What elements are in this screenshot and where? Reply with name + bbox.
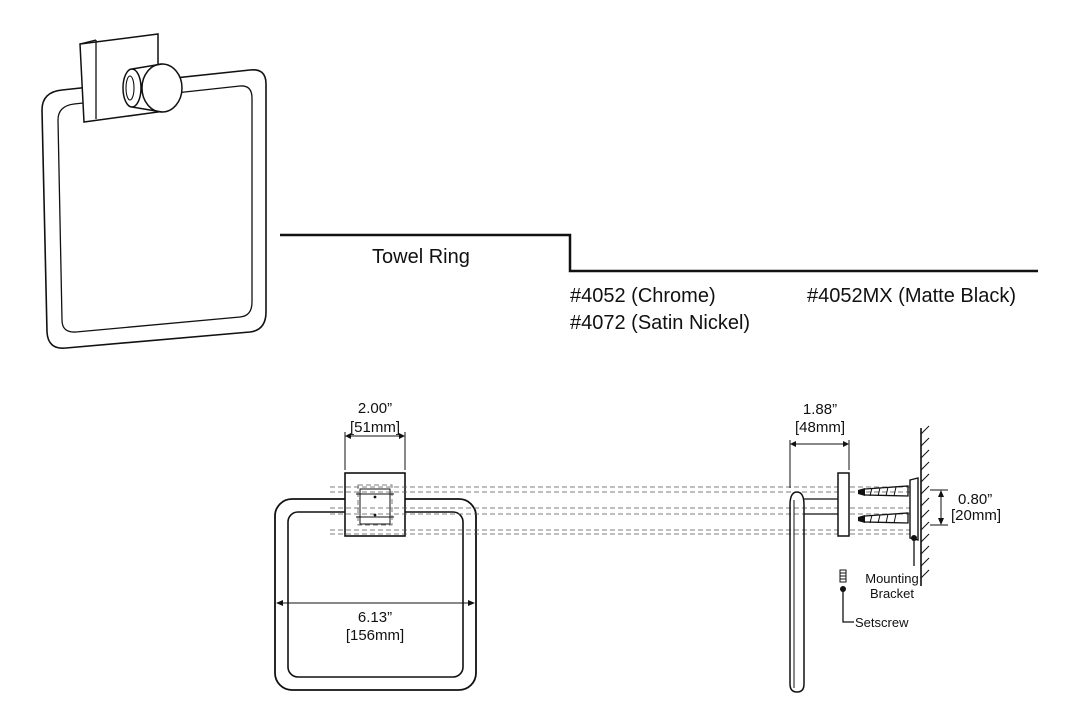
mounting-bracket-label-line1: Mounting: [865, 571, 918, 586]
ring-width-inches: 6.13”: [358, 609, 392, 626]
screw-upper: [858, 485, 909, 497]
wall-hatching: [920, 425, 930, 579]
side-view: [789, 425, 930, 693]
model-chrome: #4052 (Chrome): [570, 285, 716, 307]
bracket-height-inches: 0.80”: [958, 491, 992, 508]
setscrew-label: Setscrew: [855, 615, 909, 630]
model-satin-nickel: #4072 (Satin Nickel): [570, 312, 750, 334]
bracket-height-dimension: 0.80” [20mm]: [930, 489, 1001, 526]
perspective-illustration: [41, 33, 267, 349]
setscrew-callout: Setscrew: [840, 586, 909, 630]
ring-width-mm: [156mm]: [346, 627, 404, 644]
front-view: [274, 472, 477, 691]
ring-width-dimension: 6.13” [156mm]: [276, 600, 475, 644]
model-matte-black: #4052MX (Matte Black): [807, 285, 1016, 307]
projection-lines: [330, 486, 915, 535]
plate-width-mm: [51mm]: [350, 419, 400, 436]
product-name: Towel Ring: [372, 246, 470, 268]
mounting-bracket-callout: Mounting Bracket: [865, 535, 919, 601]
screw-lower: [858, 512, 909, 524]
bracket-height-mm: [20mm]: [951, 507, 1001, 524]
mounting-bracket-label-line2: Bracket: [870, 586, 914, 601]
plate-width-inches: 2.00”: [358, 400, 392, 417]
projection-inches: 1.88”: [803, 401, 837, 418]
projection-mm: [48mm]: [795, 419, 845, 436]
projection-dimension: 1.88” [48mm]: [789, 401, 850, 488]
title-rule: [280, 233, 1038, 273]
plate-width-dimension: 2.00” [51mm]: [344, 400, 406, 470]
